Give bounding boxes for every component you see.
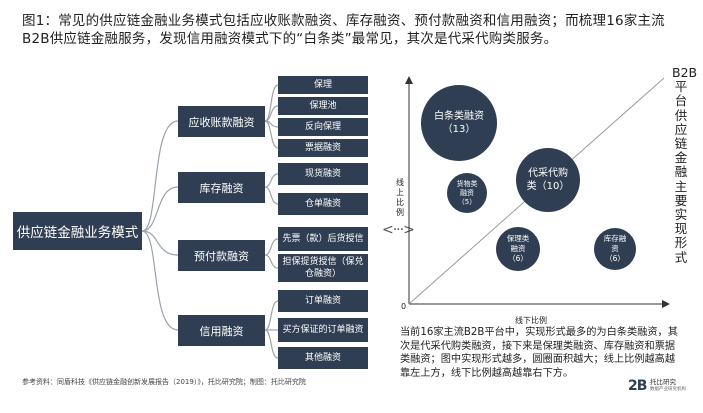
leaf-buyer-guaranteed-order: 买方保证的订单融资 bbox=[278, 318, 368, 342]
leaf-other-financing: 其他融资 bbox=[278, 347, 368, 369]
bubble-count: （6） bbox=[605, 254, 625, 263]
bubble-count: （6） bbox=[508, 254, 528, 263]
bubble-procurement: 代采代购类（10） bbox=[516, 148, 580, 212]
chart-note: 当前16家主流B2B平台中，实现形式最多的为白条类融资，其次是代采代购类融资，接… bbox=[400, 327, 678, 379]
x-axis-label: 线下比例 bbox=[515, 316, 547, 325]
logo-name: 托比研究 bbox=[650, 378, 676, 386]
bubble-iou-financing: 白条类融资 （13） bbox=[421, 85, 497, 161]
bubble-count: （13） bbox=[442, 124, 476, 135]
bubble-goods-financing: 货物类融资（5） bbox=[447, 173, 487, 213]
leaf-factoring: 保理 bbox=[278, 76, 368, 94]
chart-vertical-title: B2B平台供应链金融主要实现形式 bbox=[672, 65, 698, 265]
bubble-count: （5） bbox=[457, 197, 477, 206]
bubble-name: 库存融资 bbox=[603, 234, 627, 253]
bidirectional-arrow-icon: <···> bbox=[382, 222, 415, 238]
bubble-count: （10） bbox=[536, 181, 570, 192]
bubble-name: 白条类融资 bbox=[434, 111, 484, 122]
page-title: 图1：常见的供应链金融业务模式包括应收账款融资、库存融资、预付款融资和信用融资；… bbox=[22, 13, 665, 47]
leaf-factoring-pool: 保理池 bbox=[278, 97, 368, 115]
tree-root: 供应链金融业务模式 bbox=[13, 212, 142, 250]
leaf-warehouse-receipt: 仓单融资 bbox=[278, 193, 368, 215]
bubble-name: 保理类融资 bbox=[506, 234, 530, 253]
origin-label: 0 bbox=[401, 302, 407, 311]
leaf-bill-financing: 票据融资 bbox=[278, 139, 368, 157]
bubble-factoring-financing: 保理类融资（6） bbox=[496, 227, 540, 271]
category-credit: 信用融资 bbox=[178, 315, 265, 346]
leaf-order-financing: 订单融资 bbox=[278, 290, 368, 312]
brand-logo: 2B 托比研究 数据产业研究机构 bbox=[628, 378, 686, 394]
leaf-reverse-factoring: 反向保理 bbox=[278, 118, 368, 136]
leaf-guaranteed-pickup: 担保提货授信（保兑仓融资） bbox=[278, 254, 368, 282]
leaf-spot-financing: 现货融资 bbox=[278, 163, 368, 185]
bubble-inventory-financing: 库存融资（6） bbox=[594, 228, 636, 270]
logo-tagline: 数据产业研究机构 bbox=[650, 387, 686, 392]
bubble-name: 代采代购类 bbox=[526, 168, 568, 192]
category-prepayment: 预付款融资 bbox=[178, 240, 265, 271]
leaf-invoice-first-credit: 先票（款）后货授信 bbox=[278, 227, 368, 251]
bubble-name: 货物类融资 bbox=[456, 179, 478, 197]
y-axis-label: 线上比例 bbox=[396, 178, 404, 217]
category-inventory: 库存融资 bbox=[178, 172, 265, 203]
logo-mark: 2B bbox=[628, 378, 647, 394]
source-footer: 参考资料：同盾科技《供应链金融创新发展报告（2019）》，托比研究院；制图：托比… bbox=[22, 378, 306, 386]
category-receivables: 应收账款融资 bbox=[178, 106, 265, 137]
